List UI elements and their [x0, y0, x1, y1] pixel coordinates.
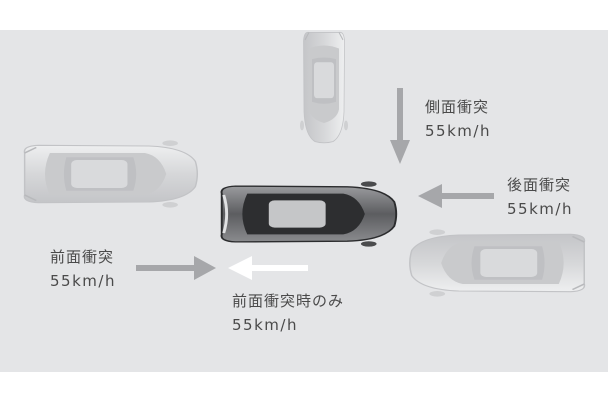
front-only-speed: 55km/h	[232, 316, 298, 334]
arrow-rear-impact	[418, 184, 494, 208]
front-impact-speed: 55km/h	[50, 272, 116, 290]
label-rear-impact: 後面衝突 55km/h	[507, 173, 573, 221]
side-impact-speed: 55km/h	[425, 122, 491, 140]
side-impact-title: 側面衝突	[425, 98, 490, 116]
rear-impact-speed: 55km/h	[507, 200, 573, 218]
rear-impact-title: 後面衝突	[507, 176, 572, 194]
car-right	[408, 228, 586, 298]
arrow-front-impact	[136, 256, 216, 280]
car-left	[23, 139, 199, 209]
label-front-only: 前面衝突時のみ 55km/h	[232, 289, 344, 337]
front-only-title: 前面衝突時のみ	[232, 292, 345, 310]
car-top	[299, 31, 349, 144]
car-center	[220, 179, 398, 249]
arrow-side-impact	[390, 88, 410, 164]
label-front-impact: 前面衝突 55km/h	[50, 245, 116, 293]
front-impact-title: 前面衝突	[50, 248, 115, 266]
label-side-impact: 側面衝突 55km/h	[425, 95, 491, 143]
arrow-front-only	[228, 256, 308, 280]
